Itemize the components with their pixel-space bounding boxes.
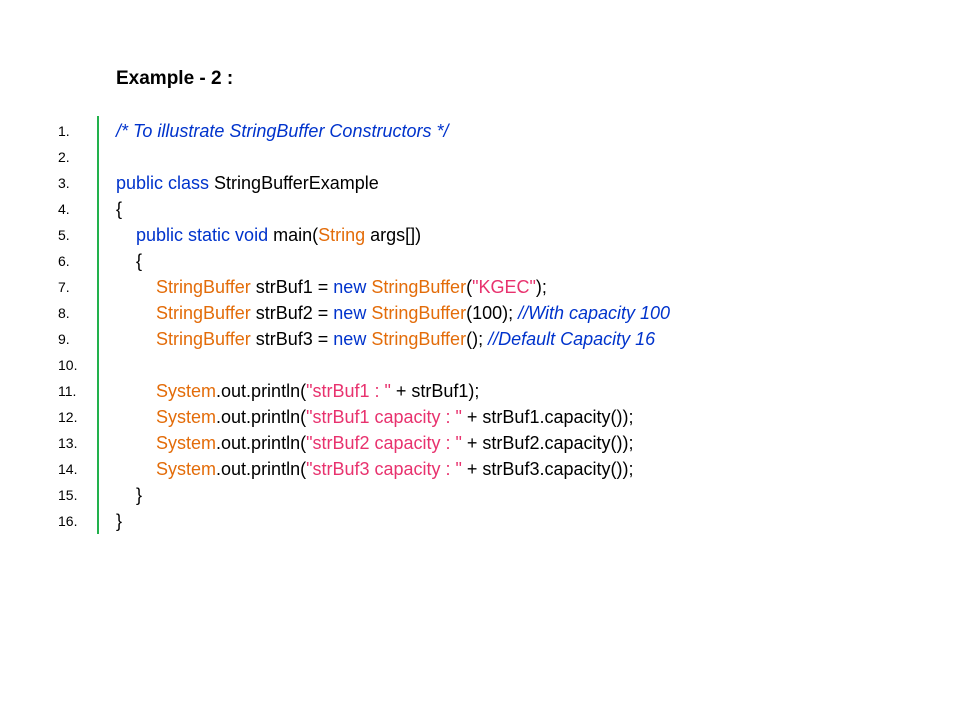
code-token: + strBuf2.capacity());: [461, 433, 634, 453]
code-token: "strBuf1 : ": [306, 381, 391, 401]
code-token: new: [333, 277, 367, 297]
line-number: 6.: [58, 253, 70, 269]
code-token: new: [333, 329, 367, 349]
code-token: [116, 381, 156, 401]
code-line: System.out.println("strBuf2 capacity : "…: [116, 430, 946, 456]
line-number: 9.: [58, 331, 70, 347]
code-token: [116, 407, 156, 427]
code-block: /* To illustrate StringBuffer Constructo…: [116, 118, 946, 534]
code-token: strBuf3 =: [250, 329, 334, 349]
code-token: new: [333, 303, 367, 323]
code-token: "strBuf2 capacity : ": [306, 433, 462, 453]
line-number: 4.: [58, 201, 70, 217]
line-number: 3.: [58, 175, 70, 191]
code-line: /* To illustrate StringBuffer Constructo…: [116, 118, 946, 144]
code-token: (100);: [466, 303, 519, 323]
code-token: public class: [116, 173, 210, 193]
code-token: StringBuffer: [156, 277, 251, 297]
code-token: System: [156, 381, 217, 401]
code-token: System: [156, 459, 217, 479]
code-token: }: [116, 485, 143, 505]
code-token: System: [156, 407, 217, 427]
code-line: StringBuffer strBuf1 = new StringBuffer(…: [116, 274, 946, 300]
code-token: //With capacity 100: [518, 303, 671, 323]
code-line: public class StringBufferExample: [116, 170, 946, 196]
code-token: [116, 277, 156, 297]
line-number: 1.: [58, 123, 70, 139]
code-token: strBuf1 =: [250, 277, 334, 297]
code-token: .out.println(: [216, 433, 307, 453]
line-number: 12.: [58, 409, 78, 425]
line-number: 16.: [58, 513, 78, 529]
code-token: [116, 459, 156, 479]
code-token: "strBuf1 capacity : ": [306, 407, 462, 427]
code-token: + strBuf1);: [390, 381, 480, 401]
line-number: 5.: [58, 227, 70, 243]
code-token: .out.println(: [216, 407, 307, 427]
code-token: /* To illustrate StringBuffer Constructo…: [116, 121, 449, 141]
code-token: String: [318, 225, 366, 245]
code-line: [116, 144, 946, 170]
code-line: public static void main(String args[]): [116, 222, 946, 248]
code-token: {: [116, 199, 123, 219]
code-token: }: [116, 511, 123, 531]
code-token: main(: [268, 225, 319, 245]
code-token: //Default Capacity 16: [488, 329, 656, 349]
code-token: .out.println(: [216, 381, 307, 401]
code-token: StringBuffer: [156, 329, 251, 349]
code-token: {: [116, 251, 143, 271]
code-token: public static void: [136, 225, 269, 245]
code-token: + strBuf1.capacity());: [461, 407, 634, 427]
code-token: "strBuf3 capacity : ": [306, 459, 462, 479]
code-token: (: [466, 277, 473, 297]
code-line: [116, 352, 946, 378]
code-line: {: [116, 248, 946, 274]
code-line: StringBuffer strBuf3 = new StringBuffer(…: [116, 326, 946, 352]
code-line: System.out.println("strBuf1 capacity : "…: [116, 404, 946, 430]
code-line: System.out.println("strBuf1 : " + strBuf…: [116, 378, 946, 404]
code-token: ();: [466, 329, 489, 349]
code-token: "KGEC": [472, 277, 536, 297]
code-token: [116, 225, 136, 245]
code-token: [116, 303, 156, 323]
code-token: + strBuf3.capacity());: [461, 459, 634, 479]
line-number: 13.: [58, 435, 78, 451]
slide-title: Example - 2 :: [116, 68, 234, 89]
line-number-column: 1. 2. 3. 4. 5. 6. 7. 8. 9. 10. 11. 12. 13. 14. 15. 16.: [58, 118, 92, 534]
line-number: 2.: [58, 149, 70, 165]
code-token: strBuf2 =: [250, 303, 334, 323]
code-token: StringBuffer: [371, 303, 467, 323]
code-token: StringBuffer: [156, 303, 251, 323]
code-line: }: [116, 482, 946, 508]
gutter-divider: [97, 116, 99, 534]
line-number: 15.: [58, 487, 78, 503]
code-token: System: [156, 433, 217, 453]
code-token: StringBuffer: [371, 329, 467, 349]
code-line: StringBuffer strBuf2 = new StringBuffer(…: [116, 300, 946, 326]
line-number: 10.: [58, 357, 78, 373]
code-token: .out.println(: [216, 459, 307, 479]
code-line: }: [116, 508, 946, 534]
code-token: args[]): [365, 225, 422, 245]
code-token: );: [535, 277, 547, 297]
line-number: 8.: [58, 305, 70, 321]
code-line: System.out.println("strBuf3 capacity : "…: [116, 456, 946, 482]
code-line: {: [116, 196, 946, 222]
line-number: 7.: [58, 279, 70, 295]
code-token: [116, 329, 156, 349]
code-token: StringBufferExample: [209, 173, 379, 193]
code-token: StringBuffer: [371, 277, 467, 297]
line-number: 14.: [58, 461, 78, 477]
line-number: 11.: [58, 383, 77, 399]
code-token: [116, 433, 156, 453]
